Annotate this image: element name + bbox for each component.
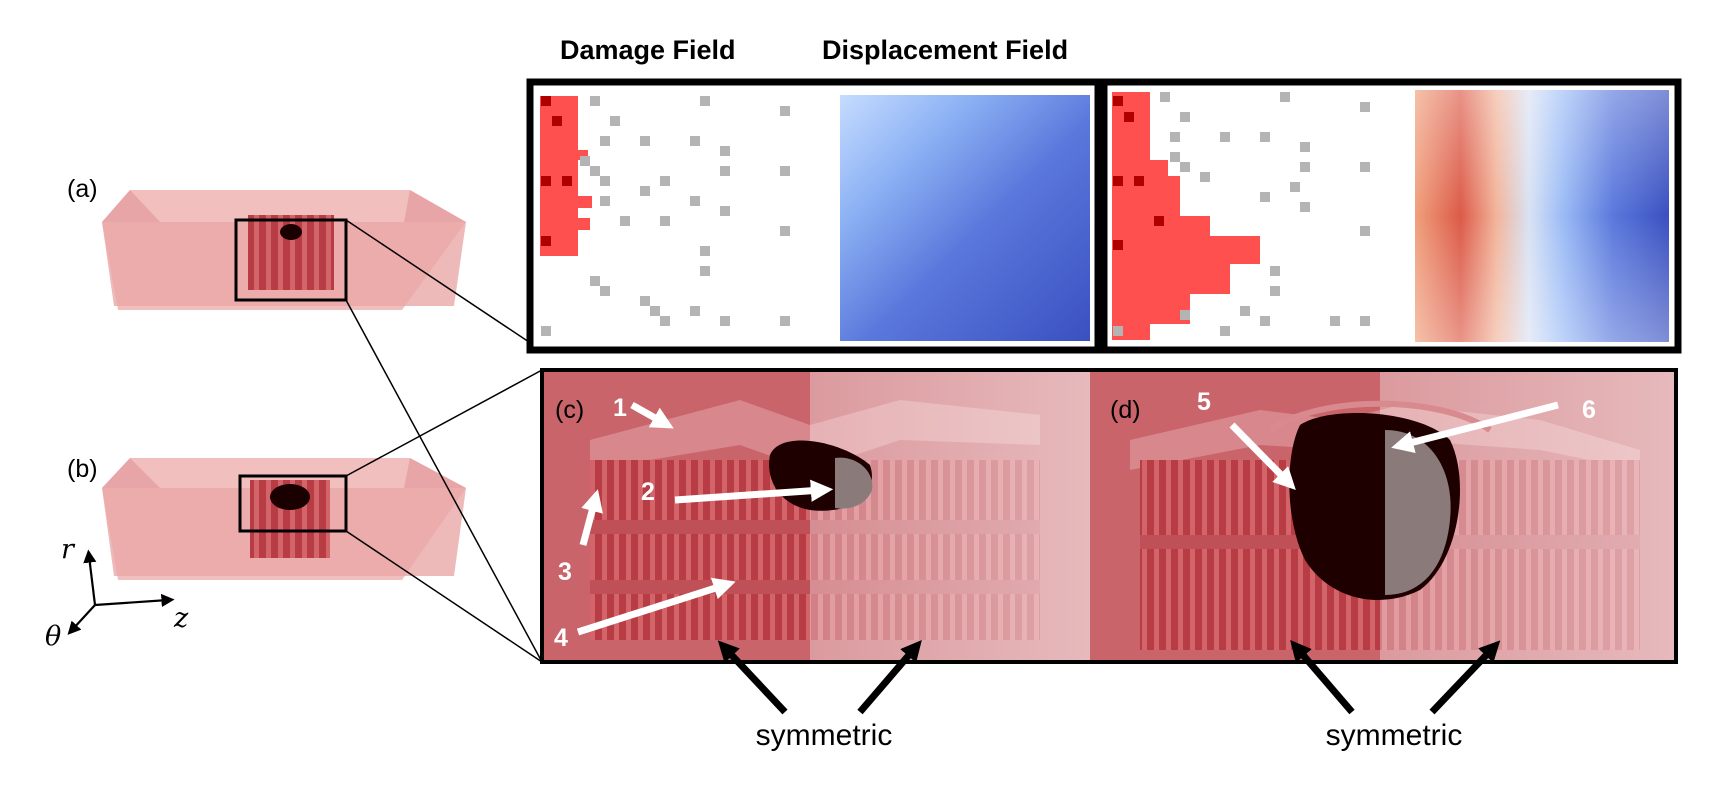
displacement-field-header: Displacement Field bbox=[822, 35, 1068, 65]
symmetric-arrow-c-left bbox=[717, 640, 788, 715]
panel-a-label: (a) bbox=[67, 175, 98, 203]
render-panel bbox=[540, 368, 1678, 664]
callout-4: 4 bbox=[554, 624, 568, 652]
zoom-line-a-bottom bbox=[345, 299, 543, 663]
zoom-line-b-top bbox=[345, 369, 543, 477]
callout-arrow-6 bbox=[1391, 401, 1559, 454]
field-panel-left bbox=[526, 78, 1102, 354]
panel-d-render bbox=[1130, 370, 1676, 662]
panel-b-zoom-box bbox=[238, 474, 348, 533]
axis-theta-label: θ bbox=[45, 621, 61, 652]
callout-arrow-2 bbox=[674, 479, 834, 504]
panel-b-cavity bbox=[270, 484, 310, 510]
callout-5: 5 bbox=[1197, 388, 1211, 416]
callout-arrow-1 bbox=[630, 401, 674, 429]
panel-c-label: (c) bbox=[555, 396, 584, 424]
callout-1: 1 bbox=[613, 394, 627, 422]
callout-2: 2 bbox=[641, 478, 655, 506]
callout-3: 3 bbox=[558, 558, 572, 586]
panel-b-label: (b) bbox=[67, 455, 98, 483]
callout-arrow-3 bbox=[579, 489, 603, 546]
panel-a-block bbox=[102, 190, 466, 310]
callout-arrow-4 bbox=[576, 577, 736, 636]
damage-grid-left bbox=[540, 96, 790, 336]
panel-d-label: (d) bbox=[1110, 396, 1141, 424]
damage-grid-right bbox=[1112, 92, 1370, 340]
symmetric-arrow-d-right bbox=[1429, 640, 1501, 715]
panel-a-cavity bbox=[280, 224, 302, 240]
displacement-field-left bbox=[840, 95, 1090, 341]
field-panel-right bbox=[1100, 78, 1682, 354]
axis-triad bbox=[67, 549, 175, 635]
panel-c-render bbox=[590, 370, 1090, 662]
zoom-line-b-bottom bbox=[345, 530, 543, 663]
axis-r-label: r bbox=[61, 534, 76, 565]
symmetric-label-d: symmetric bbox=[1326, 719, 1463, 752]
symmetric-label-c: symmetric bbox=[756, 719, 893, 752]
damage-field-header: Damage Field bbox=[560, 35, 736, 65]
callout-6: 6 bbox=[1582, 396, 1596, 424]
callout-arrow-5 bbox=[1229, 422, 1296, 490]
symmetric-arrow-d-left bbox=[1290, 640, 1355, 715]
axis-z-label: z bbox=[173, 603, 189, 634]
panel-a-zoom-box bbox=[234, 218, 348, 302]
zoom-line-a-top bbox=[345, 219, 536, 347]
panel-b-block bbox=[102, 458, 466, 580]
symmetric-arrow-c-right bbox=[857, 640, 922, 715]
